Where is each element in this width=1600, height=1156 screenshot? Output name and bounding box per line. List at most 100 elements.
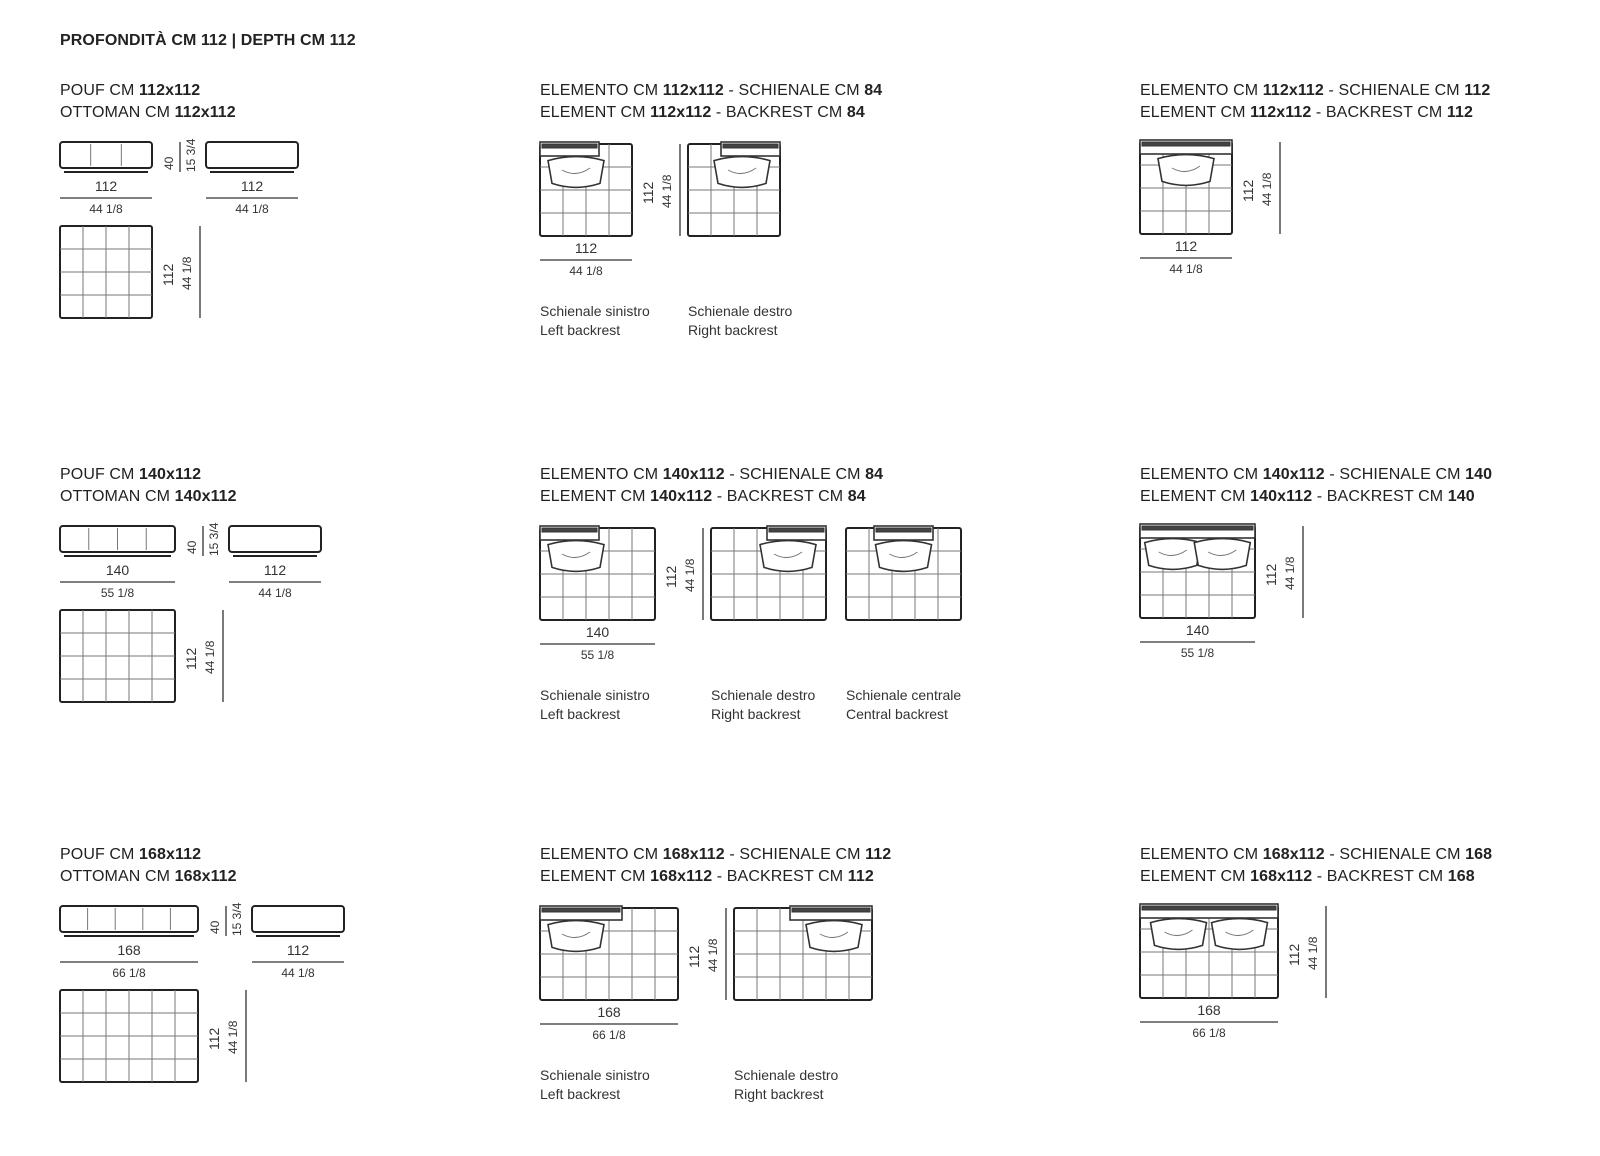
row-1-elem-title-en-part: ELEMENT CM — [540, 104, 651, 121]
row-2-elem-1-0-pillow-icon — [547, 539, 605, 573]
row-3-pouf-h-cm: 40 — [208, 920, 222, 934]
row-3-full-w-cm: 168 — [1197, 1002, 1221, 1018]
row-2-full-w-cm: 140 — [1185, 622, 1210, 638]
row-3-elem-2-caption-it: Schienale destro — [734, 1067, 839, 1083]
row-2-full-title-it-part: ELEMENTO CM — [1140, 466, 1263, 483]
row-3-pouf-title-en-part: 168x112 — [174, 868, 237, 885]
row-2-elem-1-backrest-edge — [541, 527, 598, 533]
row-2-full-title-en-part: 140 — [1447, 488, 1475, 505]
row-3-pouf-title-it-part: POUF CM — [60, 846, 140, 863]
row-1-elem-1-caption-en: Left backrest — [540, 322, 621, 338]
row-2-full-title-en-part: - BACKREST CM — [1312, 488, 1448, 505]
row-3-elem-2-backrest-edge — [791, 907, 871, 913]
row-1-elem-1-caption-it: Schienale sinistro — [540, 303, 650, 319]
row-2-full-1-pillow-fold — [1208, 549, 1237, 556]
row-1-pouf-front — [59, 141, 153, 169]
row-3-full-title-en-part: 168x112 — [1250, 868, 1313, 885]
row-1-pouf-title-it: POUF CM 112x112 — [60, 80, 200, 102]
row-1-pouf-title-it-part: POUF CM — [60, 82, 140, 99]
row-3-elem-title-it-part: ELEMENTO CM — [540, 846, 663, 863]
row-2-full-w-in: 55 1/8 — [1180, 646, 1215, 660]
row-2-elem-3-caption-it: Schienale centrale — [846, 687, 962, 703]
row-1-full-title-it-part: 112 — [1464, 82, 1491, 99]
row-2-pouf-title-en-part: 140x112 — [174, 488, 237, 505]
row-1-pouf-top-d-cm: 112 — [160, 263, 176, 286]
row-2-pouf-title-it-part: POUF CM — [60, 466, 140, 483]
row-1-full-w-cm: 112 — [1174, 238, 1198, 254]
row-2-pouf-title-en-part: OTTOMAN CM — [60, 488, 175, 505]
row-2-full-0-pillow-icon — [1143, 537, 1202, 571]
row-2-pouf-front — [59, 525, 176, 553]
row-3-full-title-it-part: - SCHIENALE CM — [1324, 846, 1466, 863]
row-3-full-title-en: ELEMENT CM 168x112 - BACKREST CM 168 — [1140, 866, 1475, 888]
row-2-elem-title-en-part: ELEMENT CM — [540, 488, 651, 505]
row-3-full-1-pillow-icon — [1210, 917, 1269, 951]
row-1-pouf-front-w-cm: 112 — [94, 178, 118, 194]
row-1-elem-title-en: ELEMENT CM 112x112 - BACKREST CM 84 — [540, 102, 865, 124]
row-3-full-d-in: 44 1/8 — [1306, 936, 1320, 970]
row-1-full-d-in: 44 1/8 — [1260, 172, 1274, 206]
row-2-elem-1-d-cm: 112 — [663, 565, 679, 588]
row-2-elem-3-0-pillow-icon — [874, 539, 933, 573]
row-3-elem-1-0-pillow-fold — [561, 931, 591, 938]
row-2-pouf-top-d-cm: 112 — [183, 647, 199, 670]
row-1-elem-1-w-in: 44 1/8 — [569, 264, 603, 278]
row-1-elem-1-0-pillow-icon — [547, 155, 605, 189]
row-2-pouf-side-w-in: 44 1/8 — [258, 586, 292, 600]
row-3-pouf-front-w-in: 66 1/8 — [112, 966, 146, 980]
row-2-elem-1-caption-it: Schienale sinistro — [540, 687, 650, 703]
row-1-elem-1-w-cm: 112 — [574, 240, 598, 256]
row-2-pouf-title-it-part: 140x112 — [139, 466, 202, 483]
row-3-elem-1-w-in: 66 1/8 — [592, 1028, 626, 1042]
row-3-elem-title-en-part: ELEMENT CM — [540, 868, 651, 885]
row-1-pouf-front-w-in: 44 1/8 — [89, 202, 123, 216]
row-2-elem-title-it-part: 84 — [865, 466, 884, 483]
row-2-elem-title-en-part: 140x112 — [650, 488, 713, 505]
row-1-full-title-it-part: 112x112 — [1262, 82, 1324, 99]
row-3-pouf-title-it: POUF CM 168x112 — [60, 844, 201, 866]
row-2-full-d-in: 44 1/8 — [1283, 556, 1297, 590]
row-2-elem-2-backrest-edge — [768, 527, 825, 533]
row-2-elem-title-it-part: 140x112 — [662, 466, 725, 483]
row-3-elem-1-w-cm: 168 — [597, 1004, 621, 1020]
row-3-pouf-front — [59, 905, 199, 933]
row-2-elem-2-0-pillow-icon — [759, 539, 817, 573]
row-2-elem-title-it-part: - SCHIENALE CM — [724, 466, 866, 483]
row-3-elem-title-en-part: 112 — [847, 868, 874, 885]
row-1-pouf-title-it-part: 112x112 — [139, 82, 201, 99]
row-1-pouf-h-cm: 40 — [162, 156, 176, 170]
row-3-pouf-h-in: 15 3/4 — [230, 902, 244, 936]
row-3-elem-title-it-part: 112 — [865, 846, 892, 863]
row-1-full-title-en: ELEMENT CM 112x112 - BACKREST CM 112 — [1140, 102, 1473, 124]
row-1-pouf-title-en-part: 112x112 — [174, 104, 236, 121]
row-2-full-d-cm: 112 — [1263, 563, 1279, 586]
row-2-elem-title-it: ELEMENTO CM 140x112 - SCHIENALE CM 84 — [540, 464, 883, 486]
row-3-full-title-it: ELEMENTO CM 168x112 - SCHIENALE CM 168 — [1140, 844, 1492, 866]
row-3-elem-title-en: ELEMENT CM 168x112 - BACKREST CM 112 — [540, 866, 874, 888]
row-3-full-title-en-part: ELEMENT CM — [1140, 868, 1251, 885]
row-2-elem-3-0-pillow-fold — [889, 551, 918, 558]
row-3-elem-1-caption-en: Left backrest — [540, 1086, 621, 1102]
row-1-elem-2-caption-it: Schienale destro — [688, 303, 793, 319]
row-3-elem-2-caption-en: Right backrest — [734, 1086, 824, 1102]
row-1-elem-title-it-part: 112x112 — [662, 82, 724, 99]
row-3-elem-title-en-part: 168x112 — [650, 868, 713, 885]
row-1-pouf-top-d-in: 44 1/8 — [180, 256, 194, 290]
row-1-full-title-en-part: ELEMENT CM — [1140, 104, 1251, 121]
row-1-pouf-h-in: 15 3/4 — [184, 138, 198, 172]
row-3-elem-title-it: ELEMENTO CM 168x112 - SCHIENALE CM 112 — [540, 844, 891, 866]
row-1-elem-title-it: ELEMENTO CM 112x112 - SCHIENALE CM 84 — [540, 80, 882, 102]
row-2-pouf-title-en: OTTOMAN CM 140x112 — [60, 486, 237, 508]
row-3-pouf-title-en-part: OTTOMAN CM — [60, 868, 175, 885]
row-1-elem-title-it-part: 84 — [864, 82, 883, 99]
row-2-elem-2-caption-it: Schienale destro — [711, 687, 816, 703]
row-1-pouf-side-w-cm: 112 — [240, 178, 264, 194]
row-2-elem-2-0-pillow-fold — [773, 551, 803, 558]
row-1-full-title-en-part: 112 — [1446, 104, 1473, 121]
row-3-full-title-en-part: - BACKREST CM — [1312, 868, 1448, 885]
row-3-elem-1-caption-it: Schienale sinistro — [540, 1067, 650, 1083]
row-3-pouf-top-d-in: 44 1/8 — [226, 1020, 240, 1054]
row-2-full-title-it-part: - SCHIENALE CM — [1324, 466, 1466, 483]
row-2-pouf-h-cm: 40 — [185, 540, 199, 554]
row-2-pouf-title-it: POUF CM 140x112 — [60, 464, 201, 486]
